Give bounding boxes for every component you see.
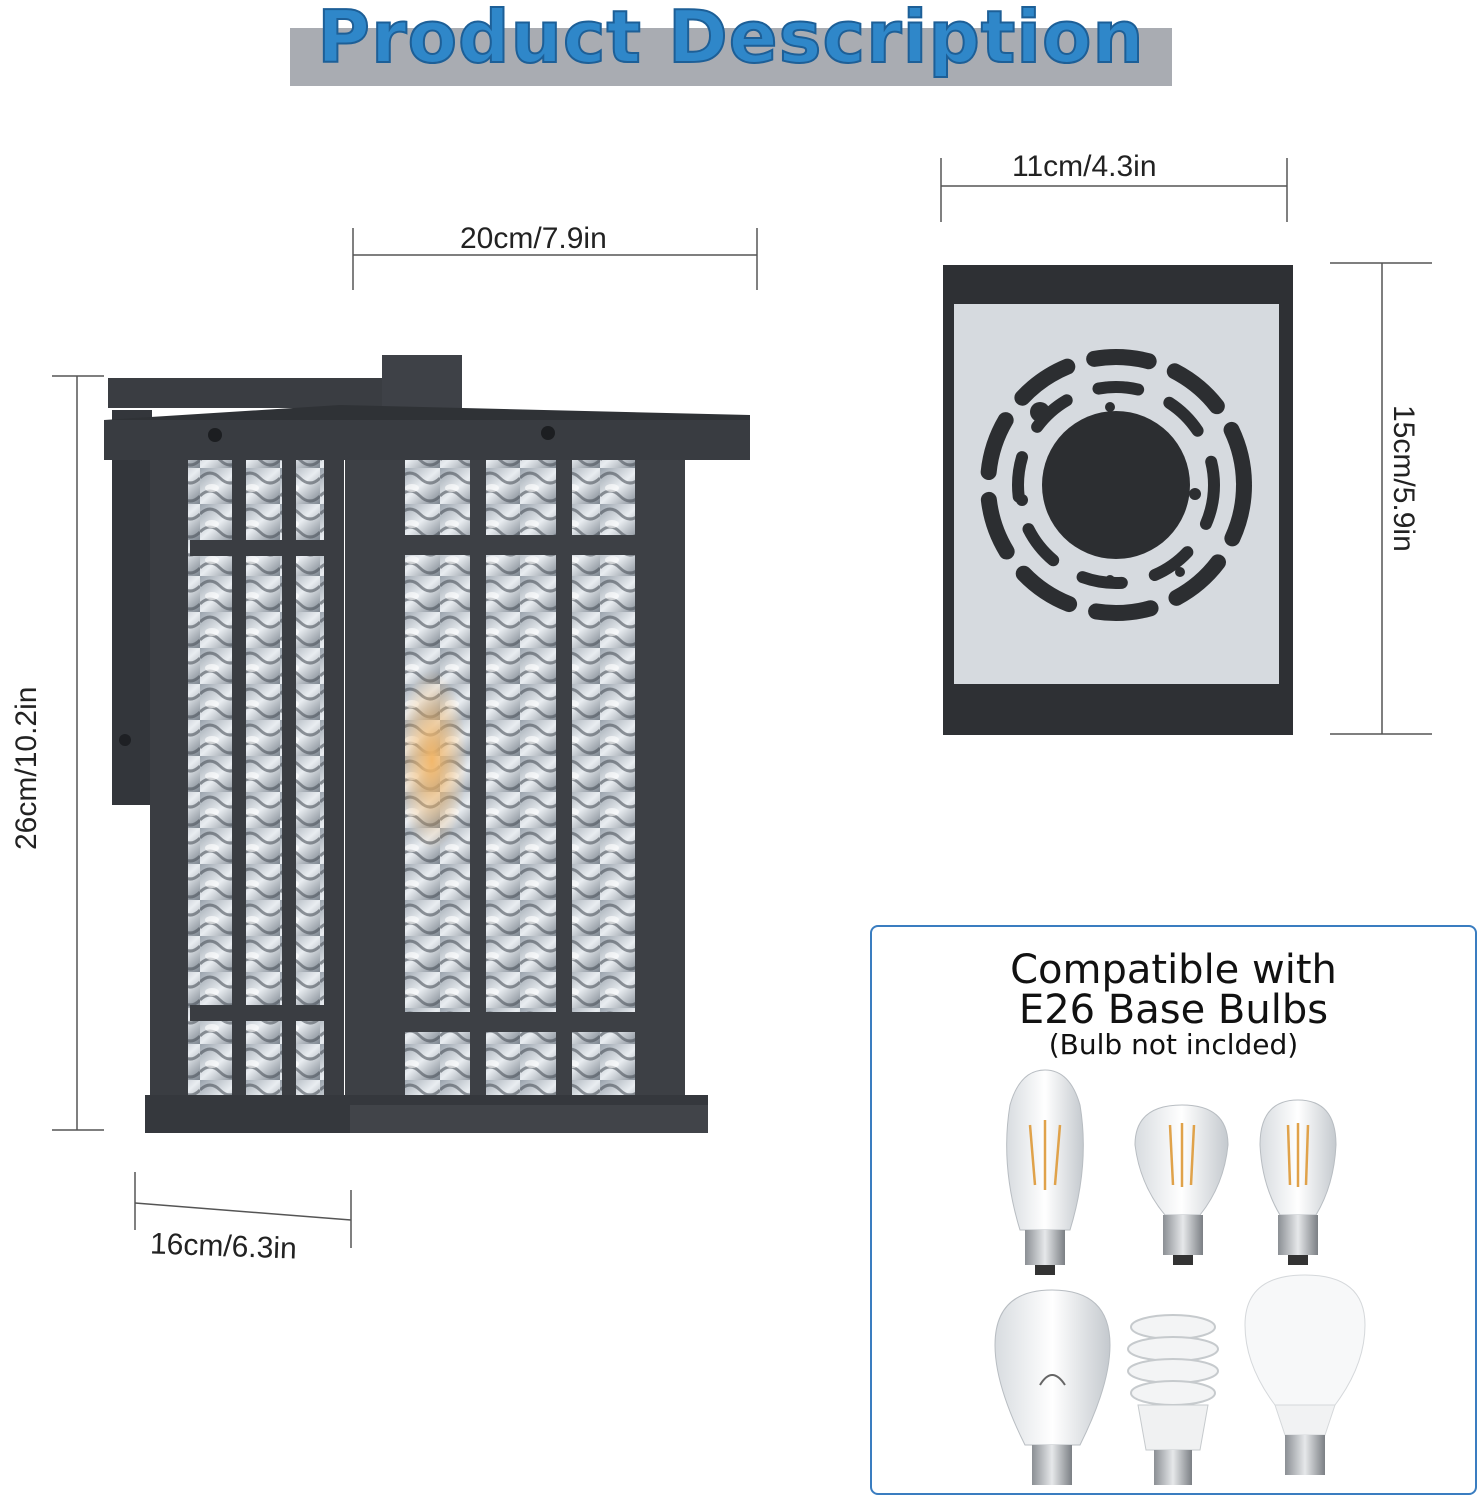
bulbs-image (994, 1069, 1366, 1485)
title-bar (290, 28, 1172, 86)
compat-title-line1: Compatible with (1010, 947, 1337, 993)
compat-note: (Bulb not inclded) (1048, 1028, 1299, 1061)
dimension-plate-width: 11cm/4.3in (1012, 150, 1157, 183)
dimension-depth: 16cm/6.3in (149, 1227, 298, 1266)
dimension-width: 20cm/7.9in (460, 222, 607, 255)
compat-title-line2: E26 Base Bulbs (1018, 987, 1329, 1033)
mounting-plate-image (943, 265, 1293, 735)
page-title: Product Description (316, 0, 1145, 80)
dimension-plate-height: 15cm/5.9in (1387, 405, 1420, 552)
wall-lantern-image (104, 355, 750, 1133)
compatibility-panel (870, 925, 1477, 1495)
